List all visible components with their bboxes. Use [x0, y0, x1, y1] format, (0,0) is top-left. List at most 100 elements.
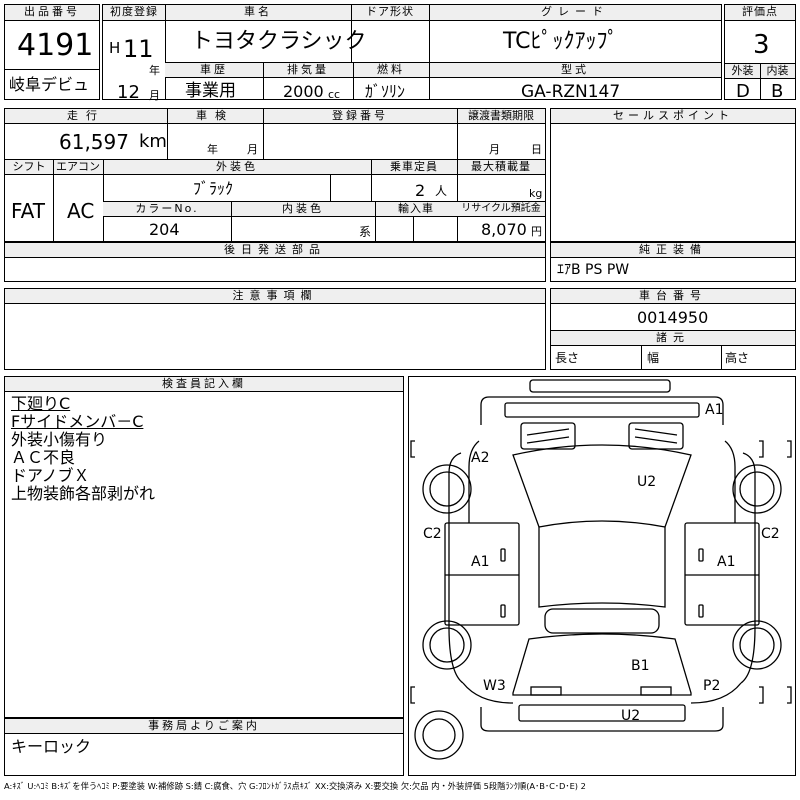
max-load-unit: kg: [529, 187, 543, 200]
vehicle-info-box: 初度登録 車名 ドア形状 グレード H 11 年 トヨタクラシック TCﾋﾟｯｸ…: [102, 4, 722, 103]
transfer-day-unit: 日: [531, 143, 542, 156]
mileage-unit: km: [139, 131, 167, 152]
car-outline-diagram: [410, 379, 792, 760]
notes-header: 注意事項欄: [5, 289, 545, 304]
damage-mark-right-door: A1: [717, 554, 736, 570]
car-name-header: 車名: [165, 5, 351, 21]
height-label: 高さ: [725, 351, 750, 365]
fuel-value: ｶﾞｿﾘﾝ: [365, 82, 406, 101]
spec-box: 走行 車検 登録番号 譲渡書類期限 61,597 km 年 月 月 日 シフト …: [4, 108, 546, 242]
damage-mark-left-front: A2: [471, 450, 490, 466]
era-letter: H: [109, 39, 121, 57]
sales-points-header: セールスポイント: [551, 109, 795, 124]
reg-year: 11: [123, 35, 154, 63]
color-no-value: 204: [149, 220, 180, 239]
import-header: 輸入車: [375, 202, 457, 217]
office-notice-box: 事務局よりご案内 キーロック: [4, 718, 404, 776]
inspection-year-unit: 年: [207, 143, 218, 156]
inspector-note-line: 外装小傷有り: [11, 430, 108, 449]
damage-mark-rear: U2: [621, 708, 641, 724]
damage-mark-left-rear: W3: [483, 678, 506, 694]
int-color-header: 内装色: [231, 202, 375, 217]
genuine-equip-header: 純正装備: [551, 243, 795, 258]
inspector-note-line: 下廻りC: [11, 394, 71, 413]
mileage-value: 61,597: [59, 130, 129, 154]
color-no-header: カラーNo.: [103, 202, 231, 217]
month-unit: 月: [149, 89, 160, 102]
damage-mark-rear-deck: B1: [631, 658, 650, 674]
chassis-box: 車台番号 0014950 諸元 長さ 幅 高さ: [550, 288, 796, 370]
inspector-note-line: ＡＣ不良: [11, 448, 76, 467]
chassis-no-value: 0014950: [637, 308, 709, 327]
mileage-header: 走行: [5, 109, 167, 124]
damage-legend: A:ｷｽﾞ U:ﾍｺﾐ B:ｷｽﾞを伴うﾍｺﾐ P:要塗装 W:補修跡 S:錆 …: [4, 781, 586, 791]
chassis-no-header: 車台番号: [551, 289, 795, 304]
length-label: 長さ: [555, 351, 580, 365]
inspector-note-line: Fサイドメンバ－C: [11, 412, 144, 431]
damage-mark-left-fender: C2: [423, 526, 442, 542]
dimensions-header: 諸元: [551, 331, 795, 346]
shift-value: FAT: [11, 199, 46, 223]
transfer-month-unit: 月: [489, 143, 500, 156]
score-value: 3: [753, 30, 770, 60]
displacement-header: 排気量: [263, 63, 353, 78]
transfer-docs-header: 譲渡書類期限: [457, 109, 545, 124]
damage-diagram-box: A1 A2 U2 C2 C2 A1 A1 B1 W3 P2 U2: [408, 376, 796, 776]
capacity-header: 乗車定員: [371, 160, 457, 175]
office-notice-text: キーロック: [11, 737, 92, 756]
first-reg-header: 初度登録: [103, 5, 165, 21]
displacement-value: 2000: [283, 82, 324, 101]
later-parts-header: 後日発送部品: [5, 243, 545, 258]
aircon-header: エアコン: [53, 160, 103, 175]
office-notice-header: 事務局よりご案内: [5, 719, 403, 734]
grade-header: グレード: [429, 5, 721, 21]
exterior-grade: D: [736, 81, 750, 102]
model-header: 型式: [429, 63, 721, 78]
interior-grade: B: [771, 81, 784, 102]
inspection-header: 車検: [167, 109, 263, 124]
fuel-header: 燃料: [353, 63, 429, 78]
ext-color-header: 外装色: [103, 160, 371, 175]
lot-number-box: 出品番号 4191 岐阜デビュ: [4, 4, 100, 100]
damage-mark-front: A1: [705, 402, 724, 418]
reg-no-header: 登録番号: [263, 109, 457, 124]
reg-month: 12: [117, 82, 140, 103]
year-unit: 年: [149, 64, 160, 77]
capacity-unit: 人: [435, 184, 448, 198]
damage-mark-hood: U2: [637, 474, 657, 490]
inspector-notes-header: 検査員記入欄: [5, 377, 403, 392]
inspector-note-line: ドアノブＸ: [11, 466, 90, 485]
lot-number: 4191: [17, 28, 94, 63]
notes-box: 注意事項欄: [4, 288, 546, 370]
model-value: GA-RZN147: [521, 82, 621, 102]
grade-value: TCﾋﾟｯｸｱｯﾌﾟ: [503, 29, 619, 54]
damage-mark-left-door: A1: [471, 554, 490, 570]
inspection-month-unit: 月: [247, 143, 258, 156]
width-label: 幅: [647, 351, 660, 365]
car-name: トヨタクラシック: [191, 29, 367, 54]
displacement-unit: cc: [328, 88, 341, 101]
sales-points-box: セールスポイント: [550, 108, 796, 242]
score-box: 評価点 3 外装 内装 D B: [724, 4, 796, 102]
score-header: 評価点: [725, 5, 795, 21]
history-value: 事業用: [185, 81, 236, 101]
recycle-unit: 円: [531, 225, 542, 238]
genuine-equip-value: ｴｱB PS PW: [557, 262, 630, 278]
capacity-value: 2: [415, 181, 426, 200]
damage-mark-right-fender: C2: [761, 526, 780, 542]
later-parts-box: 後日発送部品: [4, 242, 546, 282]
door-header: ドア形状: [351, 5, 429, 21]
damage-mark-right-rear: P2: [703, 678, 721, 694]
history-header: 車歴: [165, 63, 263, 78]
int-color-unit: 系: [359, 225, 372, 239]
venue-name: 岐阜デビュ: [9, 75, 90, 94]
inspector-note-line: 上物装飾各部剥がれ: [11, 484, 156, 503]
shift-header: シフト: [5, 160, 53, 175]
recycle-value: 8,070: [481, 220, 527, 239]
lot-number-header: 出品番号: [5, 5, 99, 21]
max-load-header: 最大積載量: [457, 160, 545, 175]
genuine-equip-box: 純正装備 ｴｱB PS PW: [550, 242, 796, 282]
exterior-header: 外装: [725, 64, 760, 79]
recycle-header: リサイクル預託金: [457, 202, 545, 217]
